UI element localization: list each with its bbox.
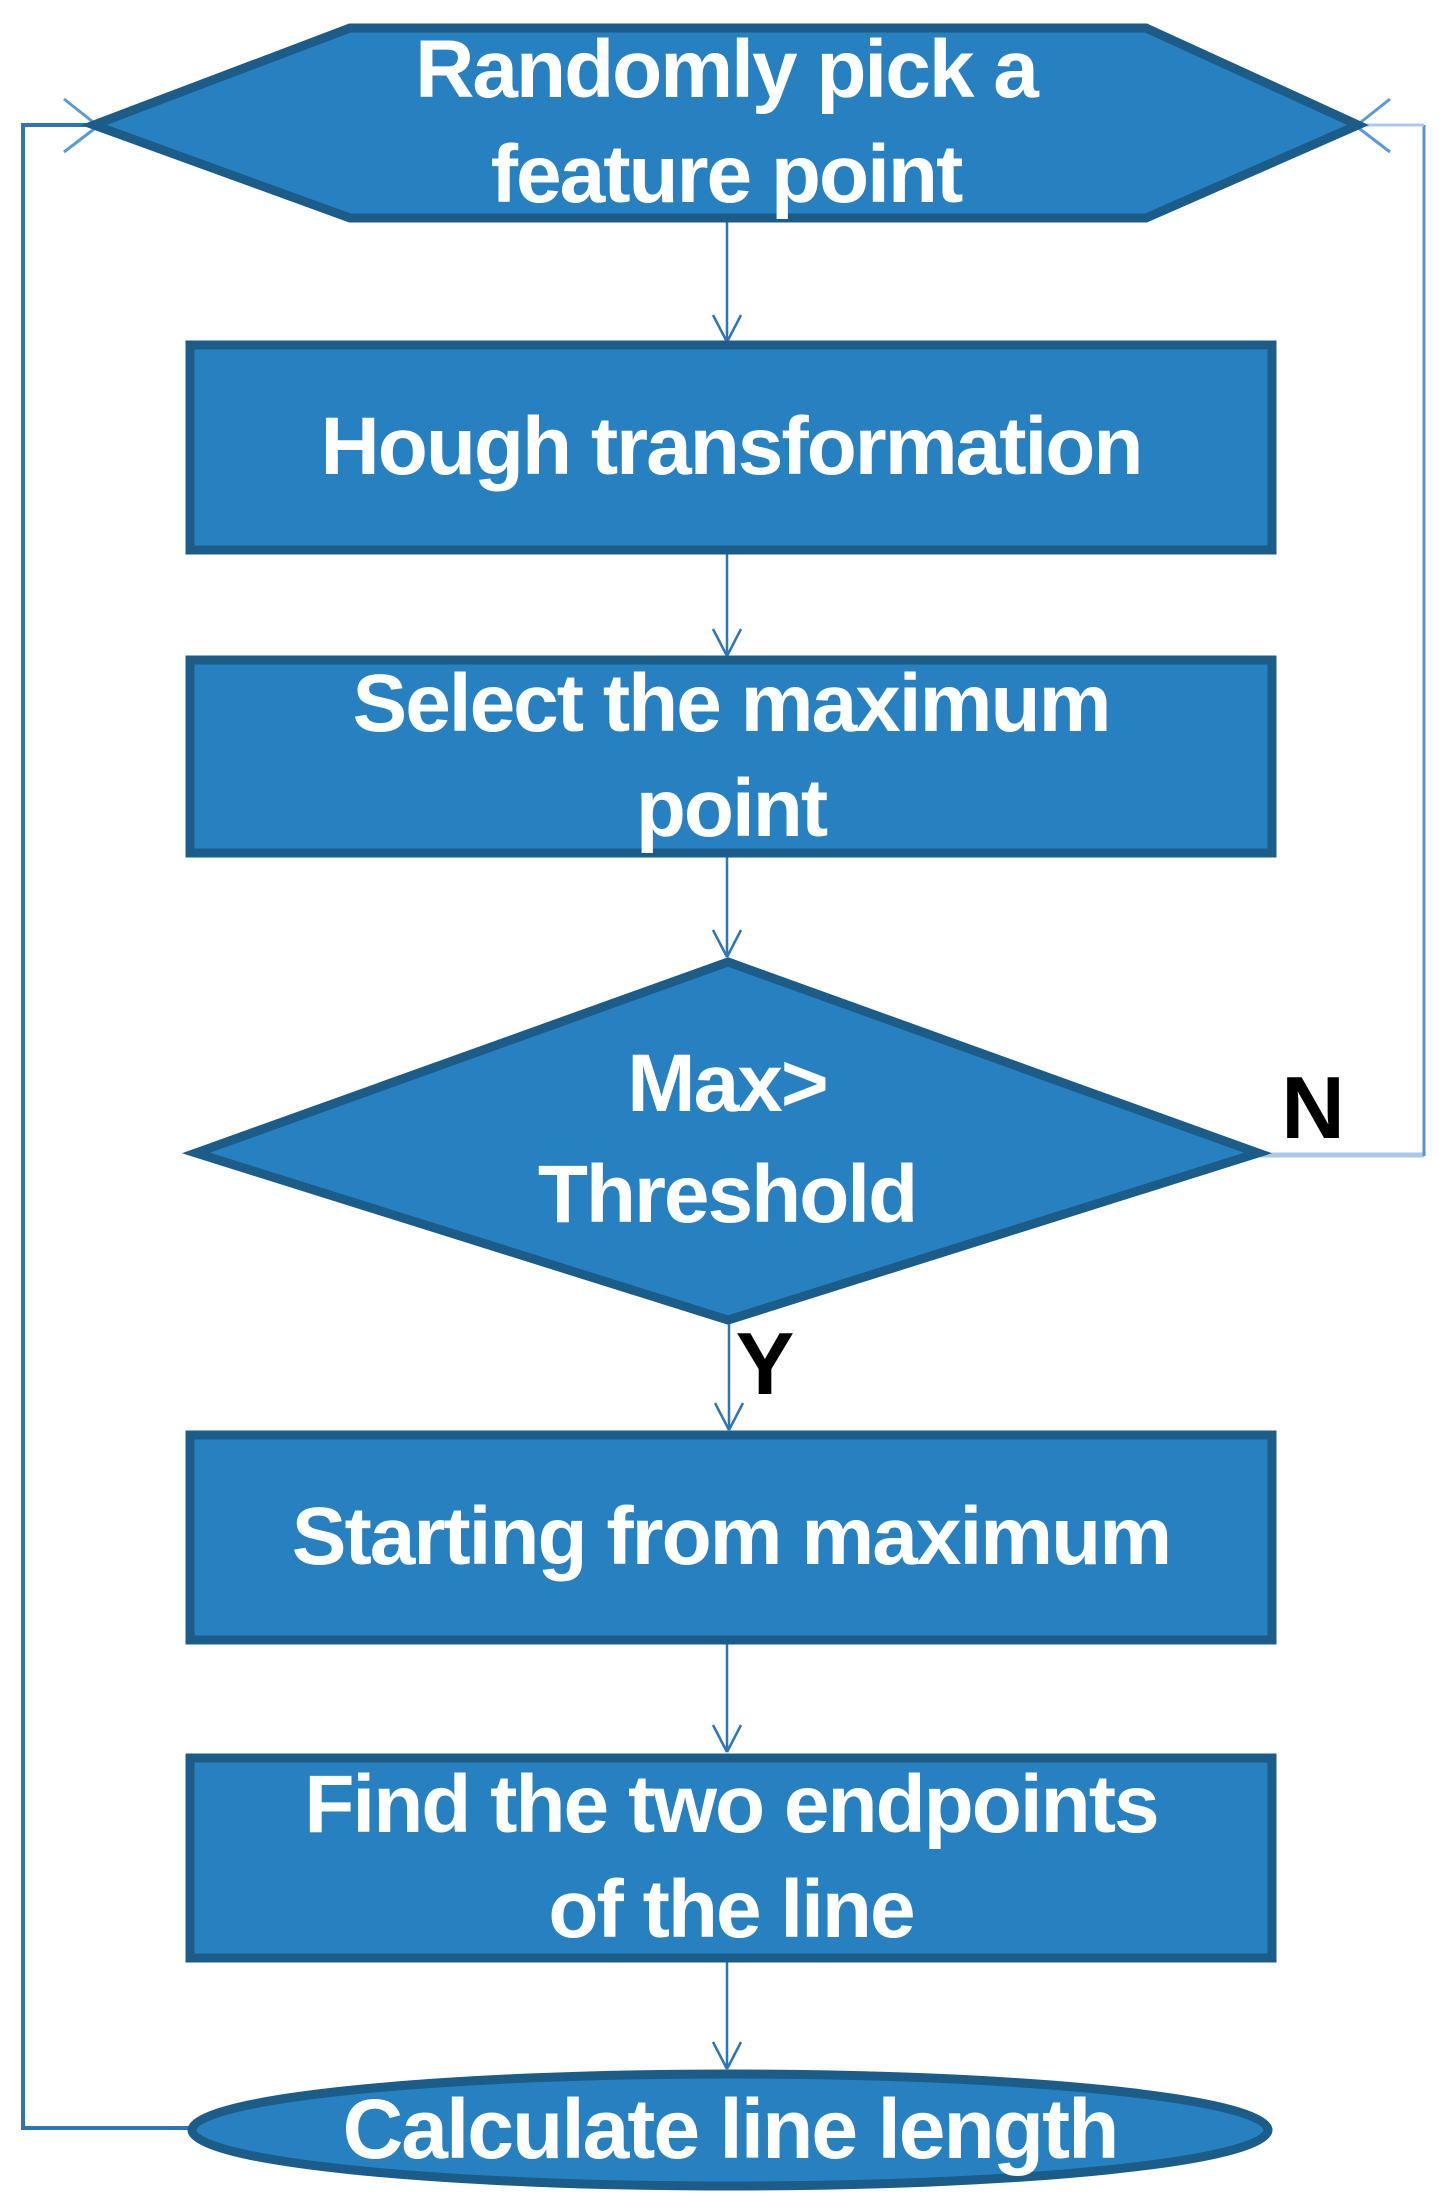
arrow-pick-to-hough: [711, 220, 743, 343]
process-shape-hough-transformation: [185, 340, 1277, 555]
terminator-shape-calculate-line-length: [187, 2069, 1273, 2191]
process-shape-starting-from-maximum: [185, 1430, 1277, 1645]
branch-label-no: N: [1281, 1057, 1345, 1157]
hexagon-shape-pick-feature-point: [81, 23, 1370, 223]
process-shape-find-endpoints: [185, 1753, 1277, 1963]
arrow-select-to-decision: [711, 855, 743, 958]
arrowhead-into-hexagon-right: [1355, 97, 1391, 154]
arrow-endpoints-to-calculate: [711, 1960, 743, 2070]
branch-label-yes: Y: [735, 1313, 795, 1413]
process-shape-select-maximum: [185, 655, 1277, 858]
loop-edge-restart-left: [21, 123, 195, 2130]
arrow-starting-to-endpoints: [711, 1643, 743, 1753]
arrow-hough-to-select: [711, 552, 743, 657]
arrow-decision-yes-to-starting: [713, 1322, 745, 1431]
decision-shape-max-threshold: [181, 957, 1273, 1325]
